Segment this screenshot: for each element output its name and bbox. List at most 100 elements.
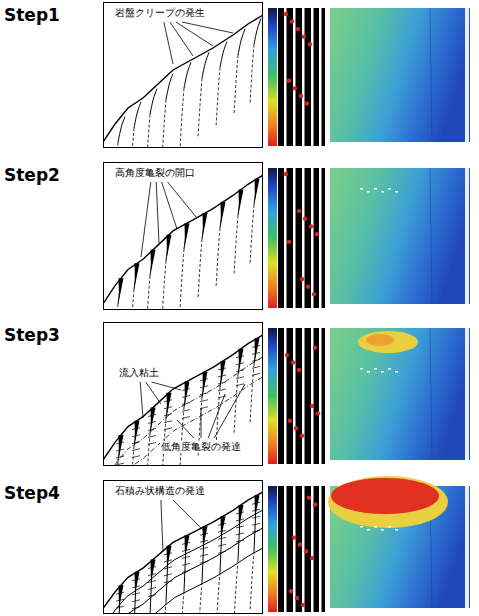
step-label: Step3 bbox=[4, 326, 60, 345]
crack bbox=[166, 74, 173, 100]
log-stripe bbox=[293, 168, 296, 308]
crack-extension bbox=[162, 602, 166, 614]
log-mark bbox=[300, 433, 304, 437]
log-mark bbox=[296, 27, 300, 31]
crack-tick bbox=[252, 523, 260, 525]
log-stripe bbox=[302, 486, 305, 612]
crack-tick bbox=[164, 421, 172, 423]
crack-extension bbox=[198, 582, 202, 614]
log-stripe bbox=[302, 328, 305, 464]
crack bbox=[134, 431, 136, 447]
slope-line bbox=[103, 335, 263, 460]
crack-extension bbox=[130, 289, 134, 310]
crack-tick bbox=[252, 366, 260, 368]
crack-tick bbox=[236, 526, 244, 528]
log-mark bbox=[287, 240, 291, 244]
crack-extension bbox=[216, 228, 220, 288]
annotation-label: 岩盤クリープの発生 bbox=[114, 7, 206, 19]
crack-tick bbox=[182, 570, 190, 572]
crack-tick bbox=[164, 414, 172, 416]
crack-tick bbox=[148, 567, 156, 569]
log-mark bbox=[294, 426, 298, 430]
crack-tick bbox=[218, 382, 226, 384]
crack-extension bbox=[198, 239, 202, 299]
color-bar bbox=[268, 486, 277, 612]
crack-tick bbox=[200, 400, 208, 402]
crack-tick bbox=[200, 379, 208, 381]
crack-tick bbox=[116, 599, 124, 601]
crack-tick bbox=[182, 542, 190, 544]
map-mark bbox=[395, 529, 398, 531]
leader-line bbox=[152, 382, 181, 390]
log-stripe bbox=[319, 328, 322, 464]
leader-line bbox=[168, 182, 197, 218]
log-stripe bbox=[284, 168, 287, 308]
leader-lines bbox=[140, 22, 245, 552]
crack-tick bbox=[252, 509, 260, 511]
crack-extension bbox=[198, 78, 202, 138]
crack-tick bbox=[164, 407, 172, 409]
crack bbox=[150, 570, 152, 614]
crack-tick bbox=[218, 396, 226, 398]
crack-extension bbox=[250, 364, 254, 424]
crack bbox=[150, 260, 152, 276]
crack-tick bbox=[148, 588, 156, 590]
map-mark bbox=[381, 191, 384, 193]
crack-tick bbox=[236, 384, 244, 386]
map-mark bbox=[395, 191, 398, 193]
crack-extension bbox=[250, 45, 254, 105]
log-mark bbox=[302, 34, 306, 38]
crack-tick bbox=[252, 516, 260, 518]
crack-tick bbox=[236, 377, 244, 379]
log-stripe bbox=[293, 8, 296, 146]
crack bbox=[118, 117, 125, 143]
crack-tick bbox=[236, 540, 244, 542]
crack-extension bbox=[234, 216, 238, 276]
low-angle-crack bbox=[103, 548, 263, 614]
log-mark bbox=[290, 19, 294, 23]
anomaly bbox=[331, 478, 439, 514]
color-bar bbox=[268, 8, 277, 146]
map-edge bbox=[465, 486, 469, 608]
crack-extension bbox=[146, 115, 150, 148]
slope-line bbox=[103, 15, 263, 142]
leader-line bbox=[176, 22, 213, 46]
log-mark bbox=[295, 596, 299, 600]
leader-line bbox=[173, 500, 203, 530]
log-stripe bbox=[284, 328, 287, 464]
crack bbox=[202, 382, 204, 398]
crack-tick bbox=[182, 556, 190, 558]
crack-tick bbox=[164, 574, 172, 576]
step-label: Step4 bbox=[4, 484, 60, 503]
map-mark bbox=[374, 526, 377, 528]
crack-tick bbox=[148, 442, 156, 444]
annotation-label: 低角度亀裂の発達 bbox=[160, 441, 242, 453]
map-mark bbox=[381, 371, 384, 373]
crack bbox=[220, 212, 222, 228]
crack-tick bbox=[252, 359, 260, 361]
cross-section bbox=[103, 335, 263, 466]
crack-tick bbox=[236, 370, 244, 372]
cross-section bbox=[103, 15, 263, 148]
map-mark bbox=[395, 371, 398, 373]
anomaly bbox=[358, 331, 418, 353]
crack-tick bbox=[148, 421, 156, 423]
log-mark bbox=[293, 86, 297, 90]
crack bbox=[220, 42, 227, 68]
crack-tick bbox=[252, 352, 260, 354]
crack bbox=[166, 556, 168, 602]
color-bar bbox=[268, 328, 277, 464]
crack bbox=[254, 19, 261, 45]
crack-tick bbox=[148, 595, 156, 597]
log-mark bbox=[312, 292, 316, 296]
leader-line bbox=[170, 22, 193, 56]
crack-tick bbox=[252, 345, 260, 347]
map-mark bbox=[367, 371, 370, 373]
crack bbox=[118, 445, 120, 461]
crack-tick bbox=[200, 540, 208, 542]
log-mark bbox=[287, 79, 291, 83]
map-boundary bbox=[430, 168, 432, 304]
leader-line bbox=[164, 22, 173, 64]
crack-extension bbox=[180, 88, 184, 148]
